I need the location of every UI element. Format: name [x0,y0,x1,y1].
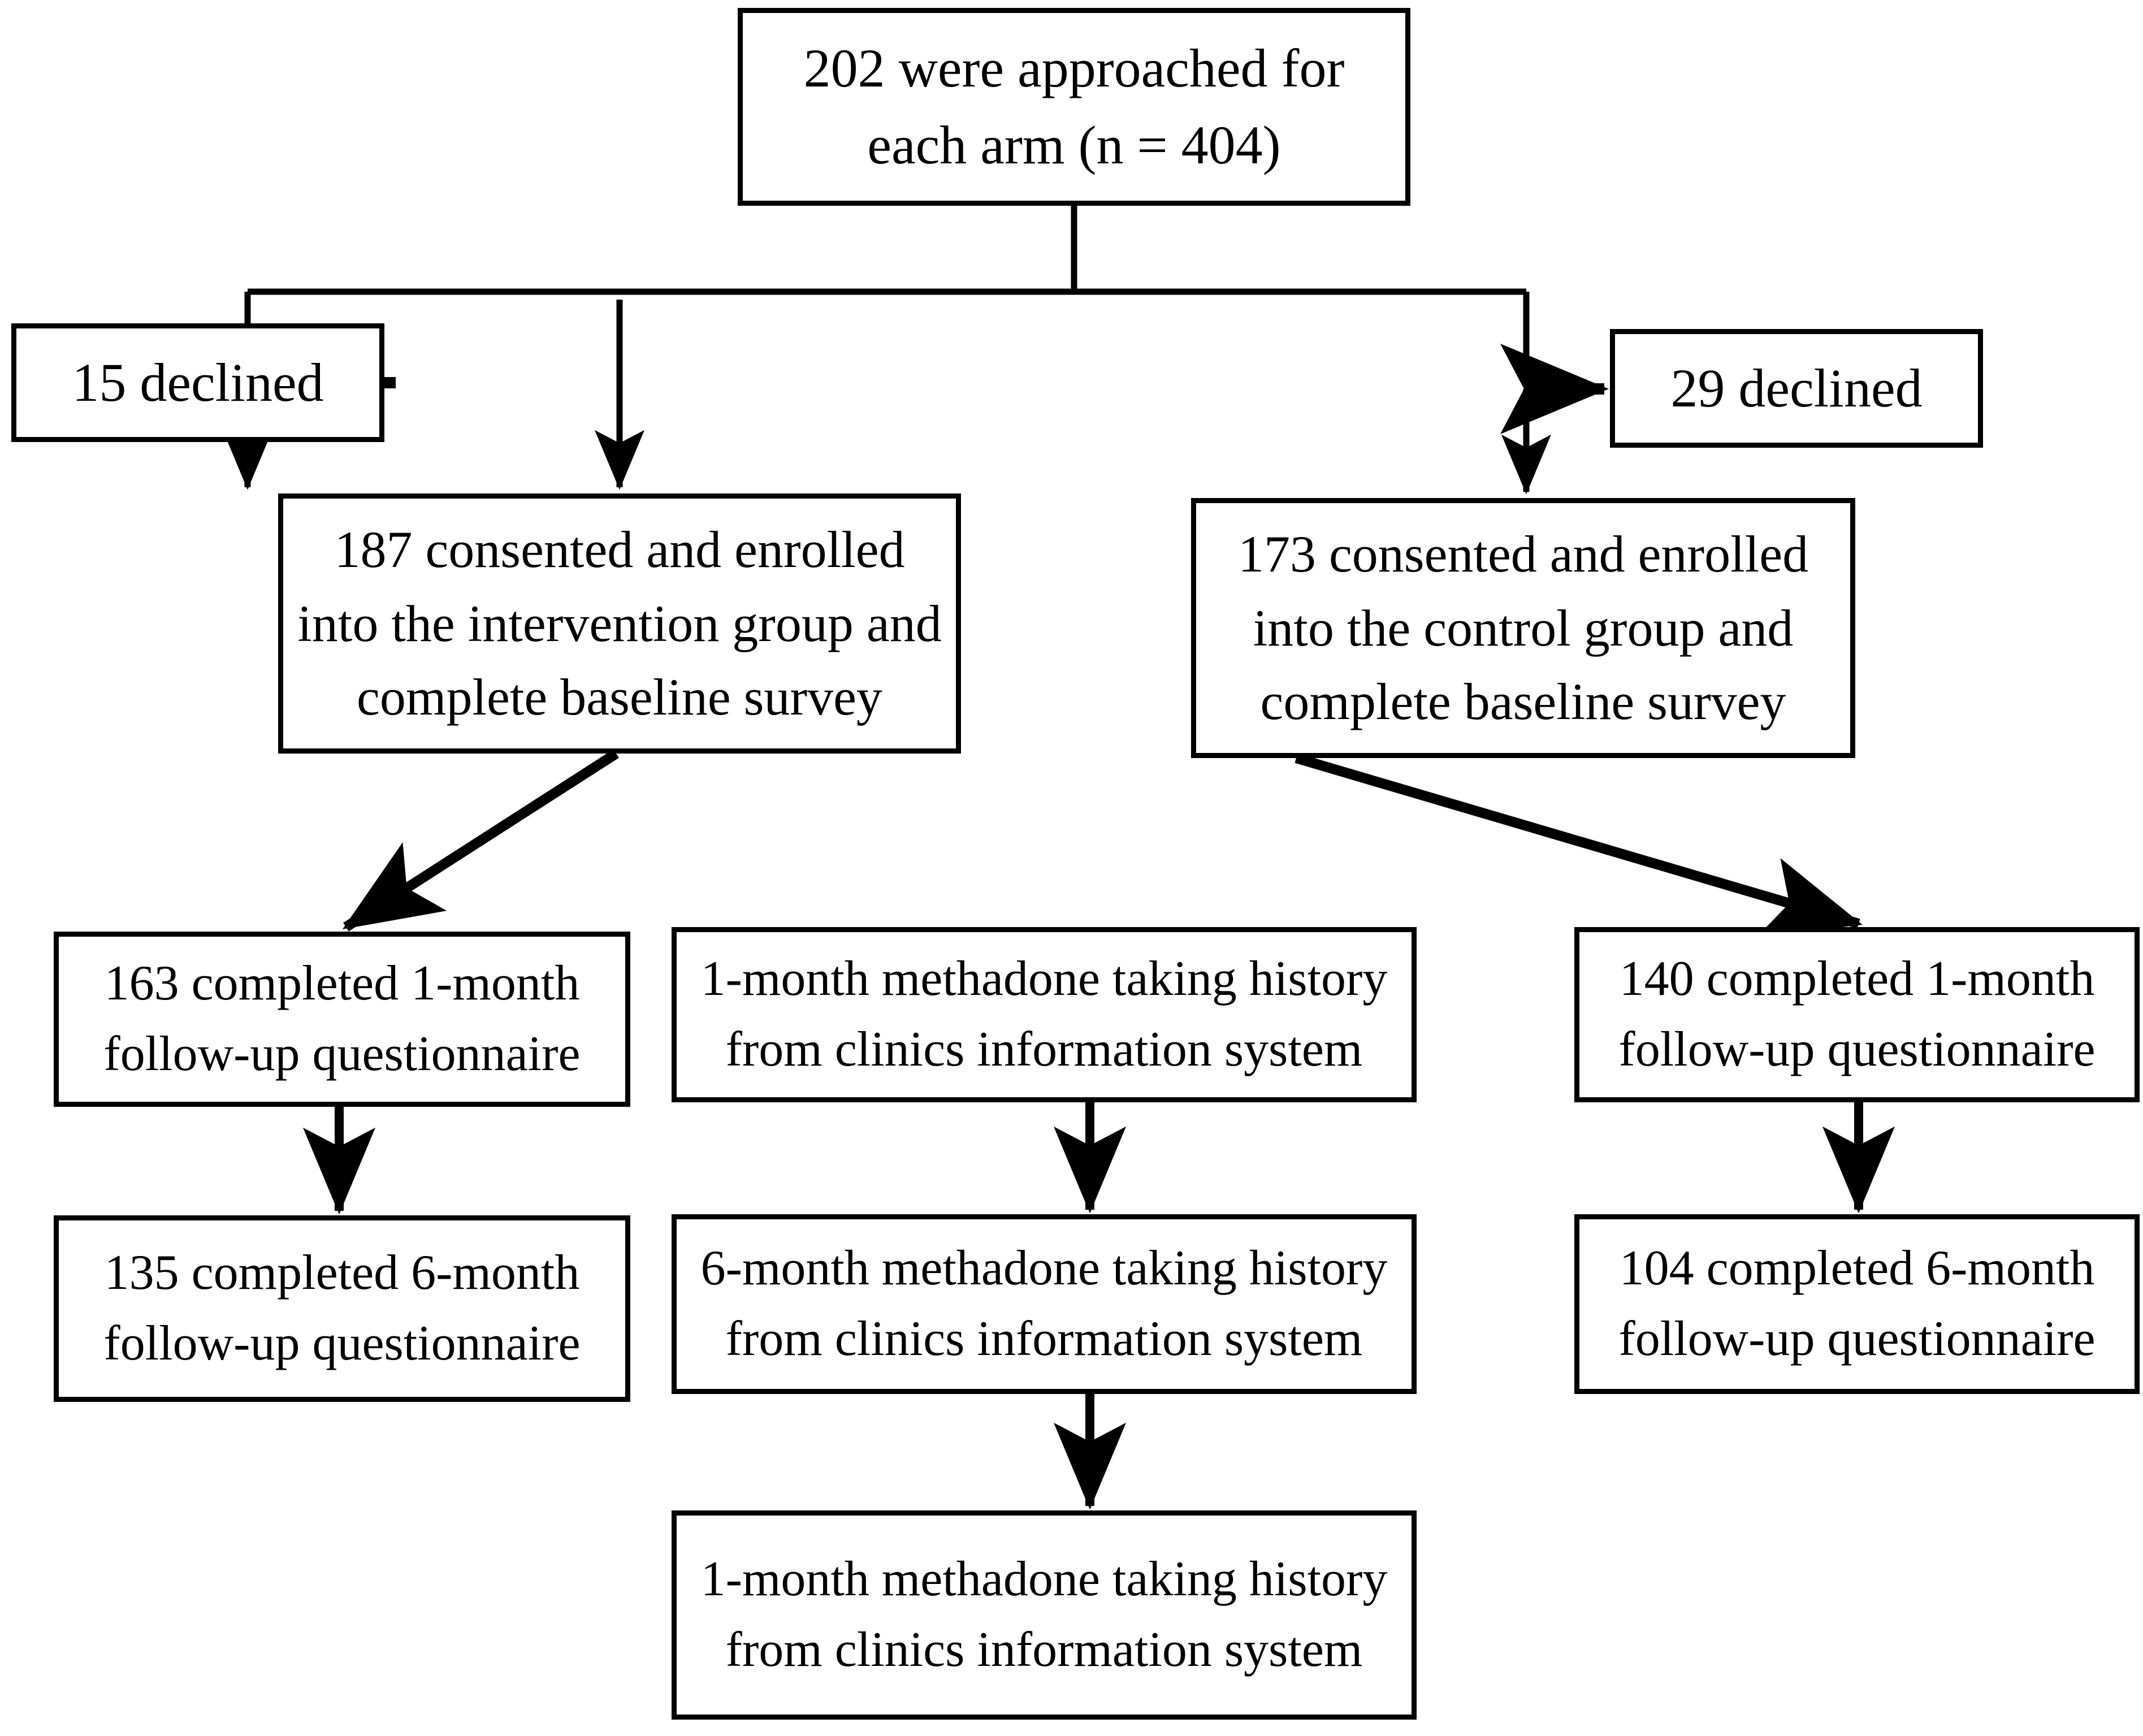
node-declined-left-line-1: 15 declined [72,352,324,413]
node-followup-6month-control: 104 completed 6-month follow-up question… [1574,1214,2140,1394]
node-declined-right: 29 declined [1610,329,1983,448]
node-followup-1month-control: 140 completed 1-month follow-up question… [1574,927,2140,1102]
node-methadone-history-1month-top-line-2: from clinics information system [725,1022,1363,1077]
node-intervention-line-1: 187 consented and enrolled [334,521,905,579]
node-approached-line-2: each arm (n = 404) [867,115,1281,175]
node-intervention-line-2: into the intervention group and [297,594,942,652]
node-followup-6month-intervention-line-2: follow-up questionnaire [103,1316,581,1371]
node-followup-6month-control-line-2: follow-up questionnaire [1618,1311,2096,1366]
edge-control-to-followup1-right [1295,753,1863,937]
node-followup-1month-control-line-1: 140 completed 1-month [1619,951,2095,1007]
node-declined-left: 15 declined [11,323,384,442]
node-declined-right-line-1: 29 declined [1670,357,1923,418]
node-methadone-history-6month-line-1: 6-month methadone taking history [700,1241,1388,1296]
node-control-enrolled: 173 consented and enrolled into the cont… [1191,498,1855,758]
node-followup-6month-intervention-line-1: 135 completed 6-month [104,1245,580,1301]
node-methadone-history-1month-bottom-line-1: 1-month methadone taking history [700,1552,1388,1607]
node-intervention-line-3: complete baseline survey [357,668,882,726]
node-methadone-history-6month-line-2: from clinics information system [725,1311,1363,1366]
node-approached-line-1: 202 were approached for [803,37,1345,98]
node-followup-1month-control-line-2: follow-up questionnaire [1618,1022,2096,1077]
node-methadone-history-1month-bottom-line-2: from clinics information system [725,1622,1363,1677]
node-control-line-3: complete baseline survey [1260,673,1786,731]
node-methadone-history-1month-top-line-1: 1-month methadone taking history [700,951,1388,1007]
node-followup-1month-intervention-line-1: 163 completed 1-month [104,956,580,1011]
node-control-line-2: into the control group and [1253,599,1794,657]
node-methadone-history-6month: 6-month methadone taking history from cl… [672,1214,1417,1394]
node-approached: 202 were approached for each arm (n = 40… [738,8,1410,206]
node-methadone-history-1month-bottom: 1-month methadone taking history from cl… [672,1510,1417,1720]
node-methadone-history-1month-top: 1-month methadone taking history from cl… [672,927,1417,1102]
node-followup-6month-intervention: 135 completed 6-month follow-up question… [54,1215,630,1402]
node-followup-1month-intervention: 163 completed 1-month follow-up question… [54,932,630,1107]
node-control-line-1: 173 consented and enrolled [1237,525,1809,583]
node-followup-1month-intervention-line-2: follow-up questionnaire [103,1027,581,1081]
node-intervention-enrolled: 187 consented and enrolled into the inte… [278,493,961,754]
node-followup-6month-control-line-1: 104 completed 6-month [1619,1241,2095,1296]
edge-intervention-to-followup1-left [342,749,619,932]
